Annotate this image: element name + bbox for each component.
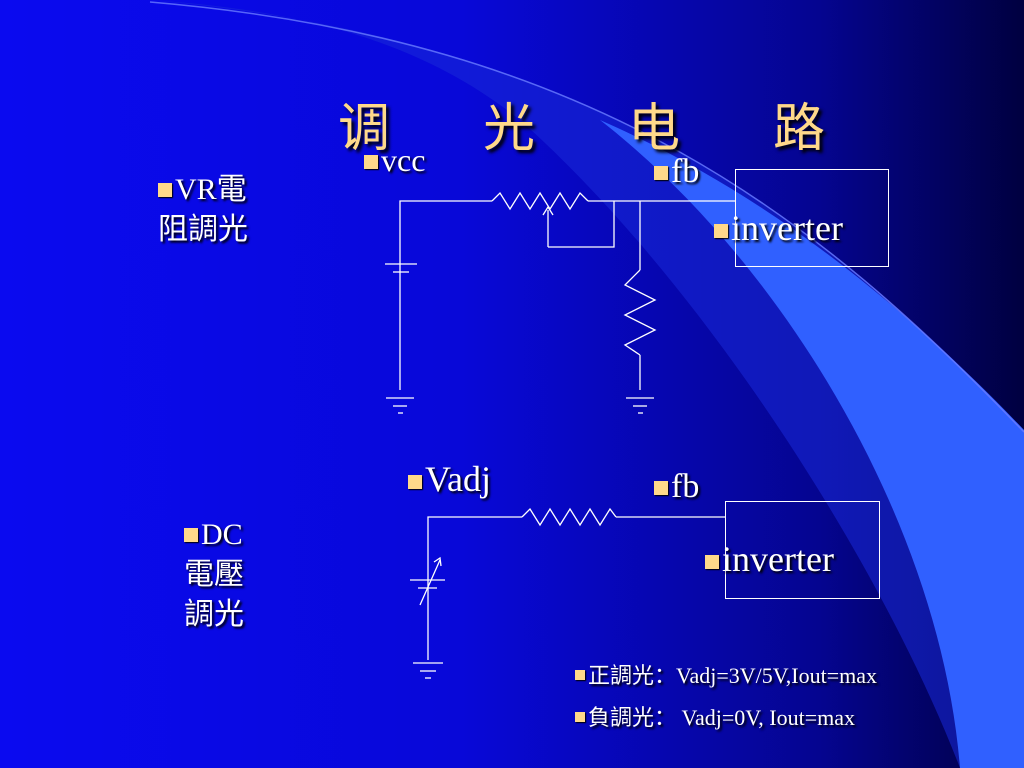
bullet-icon [364, 155, 378, 169]
vr-fb-label: fb [654, 153, 699, 191]
bullet-icon [714, 224, 728, 238]
dc-label-line3: 調光 [184, 598, 244, 631]
vr-label-line1: VR電 [175, 173, 247, 206]
bullet-icon [408, 475, 422, 489]
dc-inverter-box [725, 501, 880, 599]
bullet-icon [654, 481, 668, 495]
vr-inverter-label: inverter [714, 207, 843, 249]
vr-inverter-box [735, 169, 889, 267]
note-positive-dimming: 正調光：Vadj=3V/5V,Iout=max [575, 658, 877, 690]
note-negative-dimming: 負調光： Vadj=0V, Iout=max [575, 700, 855, 732]
bullet-icon [575, 712, 585, 722]
vcc-label: vcc [364, 142, 425, 179]
vr-section-label: VR電 阻調光 [158, 170, 248, 250]
bullet-icon [654, 166, 668, 180]
vr-label-line2: 阻調光 [158, 213, 248, 246]
bullet-icon [184, 528, 198, 542]
bullet-icon [705, 555, 719, 569]
bullet-icon [158, 183, 172, 197]
bullet-icon [575, 670, 585, 680]
dc-inverter-label: inverter [705, 538, 834, 580]
dc-label-line2: 電壓 [184, 558, 244, 591]
vadj-label: Vadj [408, 458, 491, 500]
dc-section-label: DC 電壓 調光 [184, 515, 244, 635]
dc-label-line1: DC [201, 518, 243, 551]
slide-title: 调 光 电 路 [338, 101, 866, 158]
dc-fb-label: fb [654, 468, 699, 506]
